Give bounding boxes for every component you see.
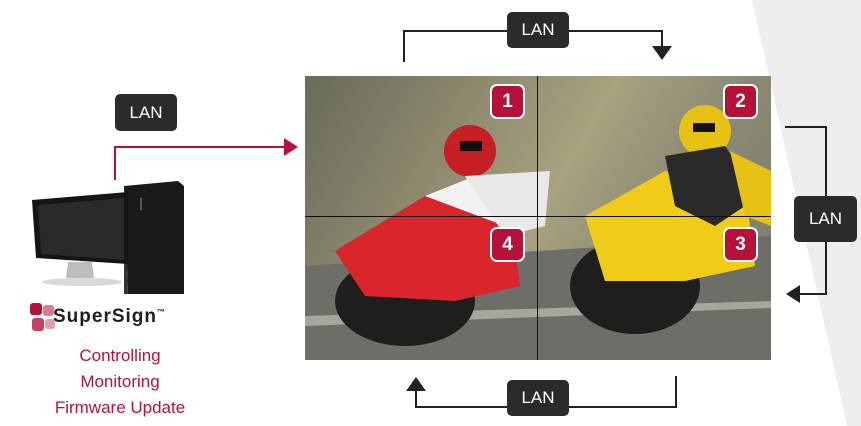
lan-arrow-bottom bbox=[406, 377, 426, 391]
tile-badge-4: 4 bbox=[492, 229, 523, 260]
lan-arrow-top bbox=[652, 46, 672, 60]
function-firmware-update: Firmware Update bbox=[54, 398, 186, 417]
tile-badge-1: 1 bbox=[492, 86, 523, 117]
lan-label-left: LAN bbox=[115, 94, 177, 131]
lan-label-bottom: LAN bbox=[507, 380, 569, 416]
brand-name: SuperSign™ bbox=[53, 306, 167, 327]
lan-label-right: LAN bbox=[794, 196, 857, 242]
tile-badge-2: 2 bbox=[725, 86, 756, 117]
function-controlling: Controlling bbox=[79, 346, 161, 365]
video-wall bbox=[305, 76, 771, 360]
lan-line-left bbox=[114, 146, 285, 180]
tile-divider-vertical bbox=[537, 76, 538, 360]
computer-icon bbox=[32, 181, 184, 294]
function-monitoring: Monitoring bbox=[80, 372, 160, 391]
tile-divider-horizontal bbox=[305, 216, 771, 217]
tile-badge-3: 3 bbox=[725, 229, 756, 260]
lan-label-top: LAN bbox=[507, 12, 569, 48]
lan-arrow-left bbox=[284, 138, 298, 156]
supersign-logo-icon bbox=[30, 303, 55, 331]
video-wall-image bbox=[305, 105, 771, 360]
lan-arrow-right bbox=[786, 285, 800, 303]
